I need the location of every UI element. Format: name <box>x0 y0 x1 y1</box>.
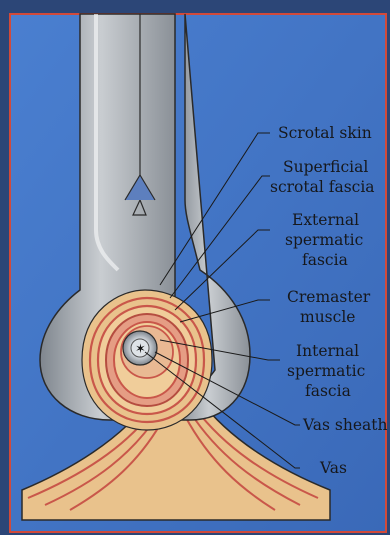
label-cremaster-muscle-line1: Cremaster <box>287 288 371 306</box>
vas-lumen-icon: ✶ <box>135 342 146 357</box>
label-internal-spermatic-fascia-line1: Internal <box>296 342 359 360</box>
label-external-spermatic-fascia-line2: spermatic <box>285 231 363 249</box>
label-external-spermatic-fascia-line3: fascia <box>302 251 348 269</box>
label-superficial-scrotal-fascia-line2: scrotal fascia <box>270 178 375 196</box>
label-internal-spermatic-fascia-line2: spermatic <box>287 362 365 380</box>
label-scrotal-skin: Scrotal skin <box>278 124 372 142</box>
label-external-spermatic-fascia-line1: External <box>292 211 359 229</box>
fascia-layers: ✶ <box>82 290 212 430</box>
label-cremaster-muscle-line2: muscle <box>300 308 355 326</box>
label-superficial-scrotal-fascia-line1: Superficial <box>283 158 368 176</box>
label-internal-spermatic-fascia-line3: fascia <box>305 382 351 400</box>
label-vas: Vas <box>319 459 347 477</box>
label-vas-sheath: Vas sheath <box>302 416 387 434</box>
